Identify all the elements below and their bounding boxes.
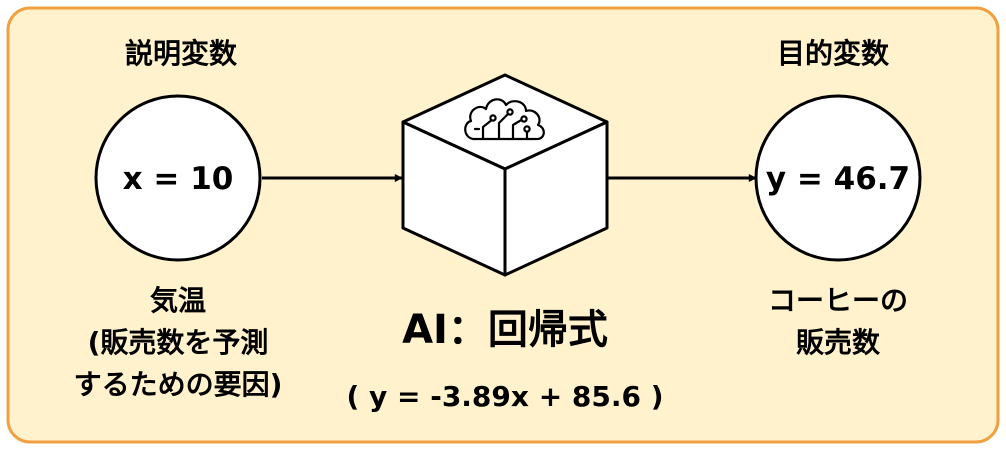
- input-heading: 説明変数: [125, 37, 238, 70]
- input-node: [94, 94, 262, 262]
- output-caption-line-2: 販売数: [796, 326, 881, 359]
- model-cube: [401, 73, 609, 277]
- input-caption-line-1: 気温: [150, 284, 206, 317]
- model-title: AI：回帰式: [402, 307, 608, 353]
- output-heading: 目的変数: [777, 37, 890, 70]
- input-value: x = 10: [123, 161, 234, 197]
- output-value: y = 46.7: [766, 161, 910, 197]
- output-caption-line-1: コーヒーの: [768, 284, 908, 317]
- output-node: [754, 94, 922, 262]
- input-caption-line-3: するための要因): [74, 368, 283, 401]
- model-formula: ( y = -3.89x + 85.6 ): [346, 380, 663, 413]
- input-caption-line-2: (販売数を予測: [88, 326, 269, 359]
- cube-right-face: [503, 120, 609, 277]
- ai-brain-circuit-icon: [464, 98, 545, 141]
